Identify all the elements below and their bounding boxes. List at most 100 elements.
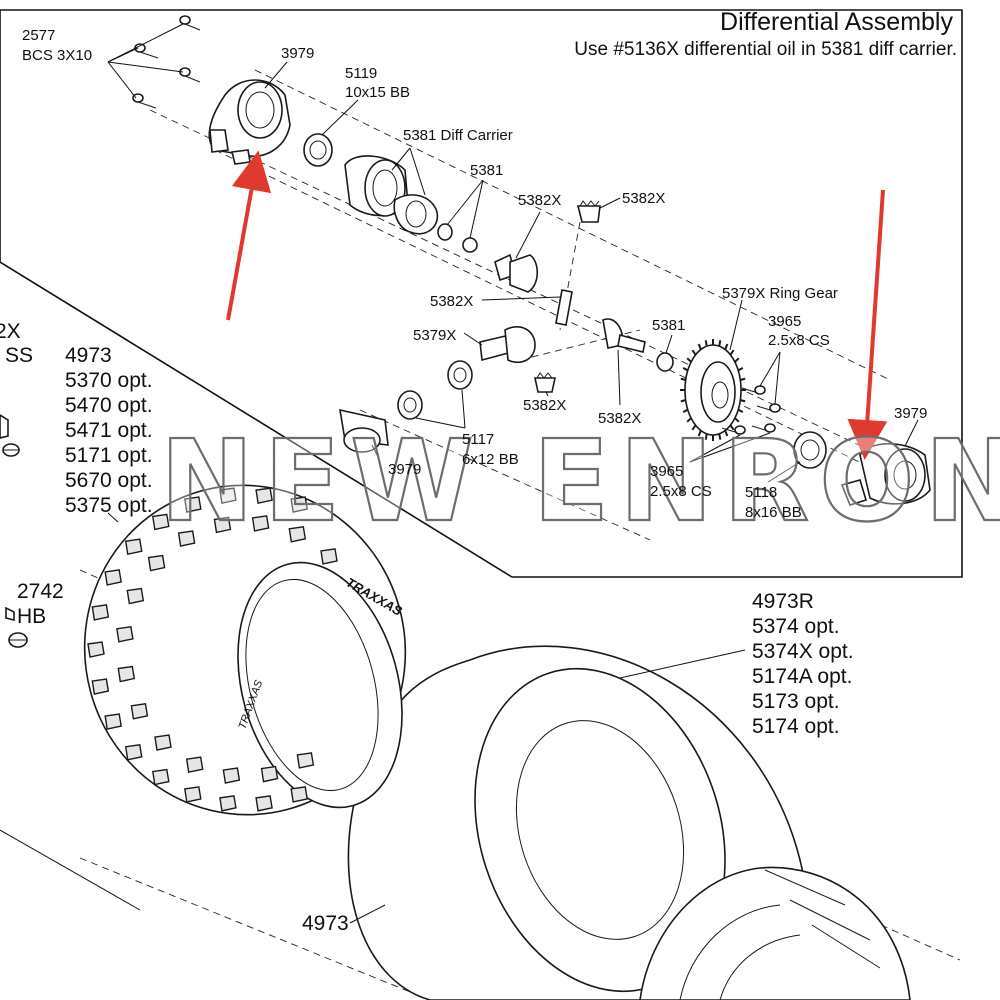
label-4973r: 4973R [752, 590, 814, 613]
bearing-5119 [303, 99, 359, 167]
label-5382x-top: 5382X [518, 192, 561, 209]
tread-block [177, 530, 196, 547]
wheel-option-item: 5374X opt. [752, 640, 854, 663]
tread-block [213, 516, 232, 534]
tread-block [151, 513, 170, 531]
washer-5381-right [656, 334, 674, 372]
label-4973: 4973 [65, 344, 112, 367]
label-5382x-bottom-right: 5382X [598, 410, 641, 427]
tire-option-item: 5171 opt. [65, 444, 153, 467]
label-5381-mid: 5381 [470, 162, 503, 179]
label-2577: 2577 [22, 27, 55, 44]
tread-block [154, 734, 172, 751]
seals-5381 [437, 179, 484, 253]
tread-block [91, 678, 110, 695]
tread-block [151, 768, 170, 786]
label-ss: SS [5, 344, 33, 367]
ring-gear-5379x [680, 299, 746, 441]
label-6x12-bb: 6x12 BB [462, 451, 519, 468]
label-5118: 5118 [745, 484, 777, 501]
label-10x15-bb: 10x15 BB [345, 84, 410, 101]
label-4973-bottom: 4973 [302, 912, 349, 935]
tread-block [255, 487, 273, 504]
label-5381-diff-carrier: 5381 Diff Carrier [403, 127, 513, 144]
housing-3979-left [208, 61, 291, 165]
label-5379x: 5379X [413, 327, 456, 344]
ring-gear-tooth [718, 340, 722, 347]
label-5119: 5119 [345, 65, 377, 82]
label-5379x-ring-gear: 5379X Ring Gear [722, 285, 838, 302]
tire-4973: TRAXXAS TRAXXAS [83, 484, 407, 924]
ring-gear-tooth [734, 417, 740, 423]
label-5381-right: 5381 [652, 317, 685, 334]
ring-gear-tooth [697, 343, 702, 350]
inset-heading: Differential Assembly Use #5136X differe… [574, 8, 957, 60]
diff-carrier-5381 [344, 147, 439, 235]
label-5382x-top-right: 5382X [622, 190, 665, 207]
tread-block [184, 786, 202, 803]
tire-option-item: 5375 opt. [65, 494, 153, 517]
label-8x16-bb: 8x16 BB [745, 504, 802, 521]
ring-gear-tooth [718, 433, 722, 440]
tread-block [255, 795, 273, 812]
tread-block [222, 767, 241, 784]
tire-option-item: 5370 opt. [65, 369, 153, 392]
tire-option-item: 5470 opt. [65, 394, 153, 417]
tread-block [130, 703, 149, 720]
ring-gear-tooth [729, 424, 735, 431]
ring-gear-tooth [680, 377, 686, 381]
label-3965: 3965 [768, 313, 801, 330]
ring-gear-tooth [686, 417, 692, 423]
tread-block [126, 587, 145, 605]
diagram-subtitle: Use #5136X differential oil in 5381 diff… [574, 39, 957, 60]
cross-pin-5382x [481, 289, 573, 326]
label-2.5x8-cs-bottom: 2.5x8 CS [650, 483, 712, 500]
watermark-text: NEW ENRON [160, 417, 1000, 547]
tire-option-item: 5670 opt. [65, 469, 153, 492]
tread-block [320, 548, 338, 565]
wheel-option-item: 5173 opt. [752, 690, 840, 713]
callout-arrows [226, 150, 888, 460]
tread-block [260, 765, 279, 783]
label-5382x-bottom: 5382X [523, 397, 566, 414]
ring-gear-tooth [729, 349, 735, 356]
background-assembly: TRAXXAS TRAXXAS [0, 414, 961, 1000]
differential-exploded-view [107, 15, 931, 541]
bevel-gear-5382x-output [494, 211, 541, 293]
tread-block [87, 641, 105, 658]
tread-block [124, 743, 143, 761]
output-gear-5382x-right [602, 318, 646, 406]
wheel-rim-4973r [347, 645, 911, 1000]
ring-gear-tooth [724, 343, 729, 350]
tire-option-item: 5471 opt. [65, 419, 153, 442]
label-3979-right: 3979 [894, 405, 927, 422]
ring-gear-tooth [740, 399, 746, 403]
ring-gear-tooth [704, 340, 708, 347]
screws-2577 [107, 15, 201, 109]
ring-gear-tooth [691, 424, 697, 431]
label-5382x-left: 5382X [430, 293, 473, 310]
wheel-option-item: 5374 opt. [752, 615, 840, 638]
bearing-5118 [767, 431, 827, 483]
ring-gear-tooth [740, 377, 746, 381]
label-2.5x8-cs: 2.5x8 CS [768, 332, 830, 349]
ring-gear-tooth [682, 408, 689, 413]
ring-gear-tooth [737, 408, 744, 413]
tread-block [290, 786, 308, 803]
tread-block [104, 713, 122, 730]
tire-options-list: 5370 opt.5470 opt.5471 opt.5171 opt.5670… [65, 369, 153, 517]
ring-gear-tooth [697, 430, 702, 437]
label-2x: 2X [0, 320, 21, 343]
tread-block [296, 752, 315, 769]
left-hardware [0, 414, 28, 648]
ring-gear-tooth [734, 357, 740, 363]
label-2742: 2742 [17, 580, 64, 603]
label-3979-top: 3979 [281, 45, 314, 62]
bearing-5117 [397, 360, 473, 429]
ring-gear-tooth [704, 433, 708, 440]
wheel-option-item: 5174A opt. [752, 665, 852, 688]
ring-gear-tooth [691, 349, 697, 356]
tread-block [116, 626, 134, 643]
